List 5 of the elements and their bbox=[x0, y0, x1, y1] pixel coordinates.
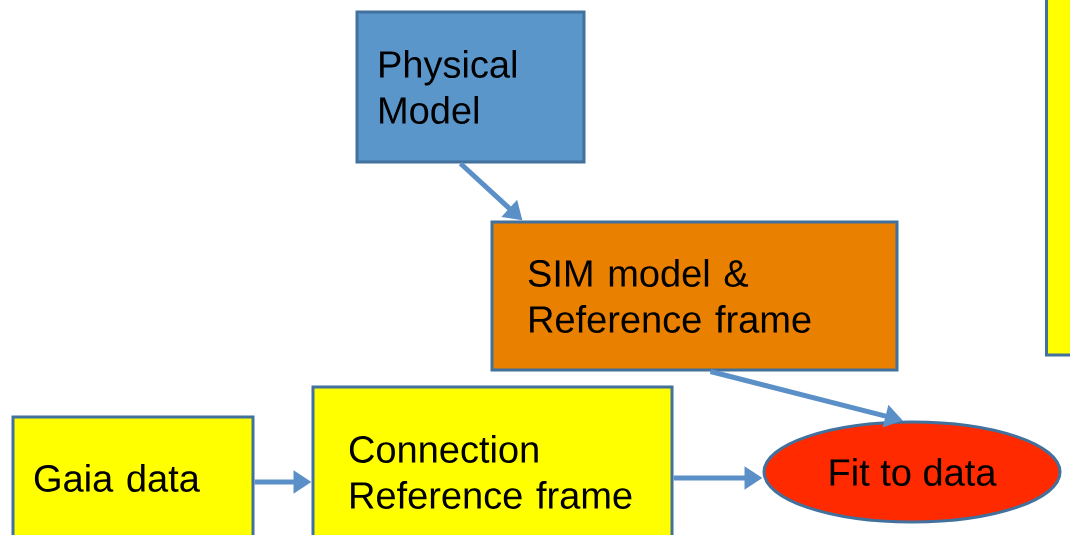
data-box: Gaia data bbox=[11, 415, 255, 535]
model-box: Physical Model bbox=[355, 10, 586, 164]
empty-box bbox=[1045, 0, 1070, 357]
model-box: SIM model & Reference frame bbox=[490, 220, 899, 372]
process-box: Connection Reference frame bbox=[311, 385, 674, 535]
